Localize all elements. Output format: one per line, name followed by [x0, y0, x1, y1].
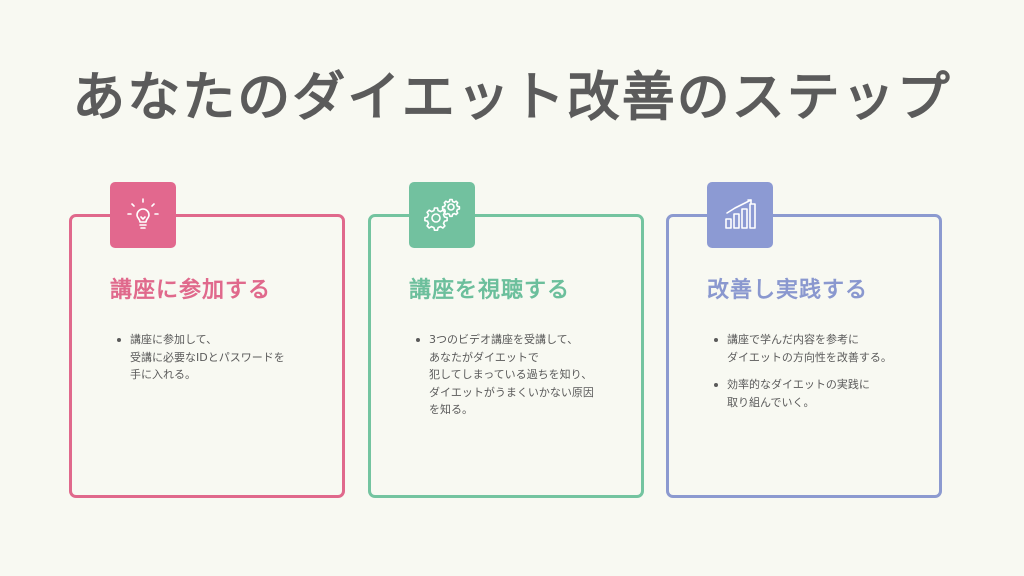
lightbulb-icon	[127, 198, 159, 229]
step-card-join: 講座に参加する 講座に参加して、 受講に必要なIDとパスワードを 手に入れる。	[69, 182, 345, 498]
bar-chart-icon	[725, 199, 756, 229]
icon-badge	[409, 182, 475, 248]
step-bullets: 3つのビデオ講座を受講して、 あなたがダイエットで 犯してしまっている過ちを知り…	[409, 331, 649, 429]
step-card-improve: 改善し実践する 講座で学んだ内容を参考に ダイエットの方向性を改善する。 効率的…	[666, 182, 942, 498]
step-bullets: 講座で学んだ内容を参考に ダイエットの方向性を改善する。 効率的なダイエットの実…	[707, 331, 947, 421]
step-heading: 改善し実践する	[707, 278, 869, 303]
bullet-item: 講座で学んだ内容を参考に ダイエットの方向性を改善する。	[714, 331, 947, 366]
icon-badge	[110, 182, 176, 248]
bullet-item: 講座に参加して、 受講に必要なIDとパスワードを 手に入れる。	[117, 331, 350, 384]
step-heading: 講座に参加する	[110, 278, 272, 303]
step-heading: 講座を視聴する	[409, 278, 571, 303]
page-title: あなたのダイエット改善のステップ	[72, 67, 952, 128]
icon-badge	[707, 182, 773, 248]
step-card-watch: 講座を視聴する 3つのビデオ講座を受講して、 あなたがダイエットで 犯してしまっ…	[368, 182, 644, 498]
bullet-item: 3つのビデオ講座を受講して、 あなたがダイエットで 犯してしまっている過ちを知り…	[416, 331, 649, 419]
bullet-item: 効率的なダイエットの実践に 取り組んでいく。	[714, 376, 947, 411]
step-bullets: 講座に参加して、 受講に必要なIDとパスワードを 手に入れる。	[110, 331, 350, 394]
gears-icon	[424, 198, 461, 231]
